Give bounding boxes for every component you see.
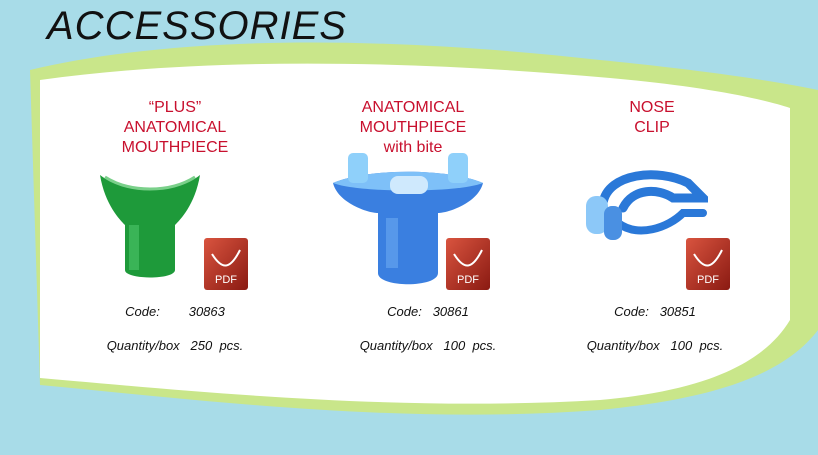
product-code: Code: 30861 (387, 304, 469, 319)
product-quantity: Quantity/box 100 pcs. (359, 338, 497, 353)
product-title-line: CLIP (634, 119, 670, 136)
green-mouthpiece-image (100, 175, 200, 278)
product-code: Code: 30851 (614, 304, 696, 319)
pdf-download-icon[interactable]: PDF (444, 236, 492, 292)
product-title-line: “PLUS” (148, 99, 202, 116)
product-subtitle: with bite (383, 139, 443, 156)
nose-clip-image (586, 170, 708, 240)
product-title-line: ANATOMICAL (123, 119, 227, 136)
page-title: ACCESSORIES (47, 4, 347, 48)
product-title-nose-clip: NOSE CLIP (537, 98, 767, 138)
svg-text:PDF: PDF (457, 274, 479, 286)
blue-mouthpiece-image (333, 153, 483, 285)
product-title-line: ANATOMICAL (361, 99, 465, 116)
product-title-plus: “PLUS” ANATOMICAL MOUTHPIECE (60, 98, 290, 158)
svg-text:PDF: PDF (215, 274, 237, 286)
svg-text:PDF: PDF (697, 274, 719, 286)
product-quantity: Quantity/box 100 pcs. (586, 338, 724, 353)
product-title-anatomical: ANATOMICAL MOUTHPIECE with bite (298, 98, 528, 158)
product-title-line: MOUTHPIECE (121, 139, 229, 156)
pdf-download-icon[interactable]: PDF (202, 236, 250, 292)
product-title-line: MOUTHPIECE (359, 119, 467, 136)
product-quantity: Quantity/box 250 pcs. (106, 338, 244, 353)
product-title-line: NOSE (629, 99, 675, 116)
product-code: Code: 30863 (125, 304, 225, 319)
pdf-download-icon[interactable]: PDF (684, 236, 732, 292)
